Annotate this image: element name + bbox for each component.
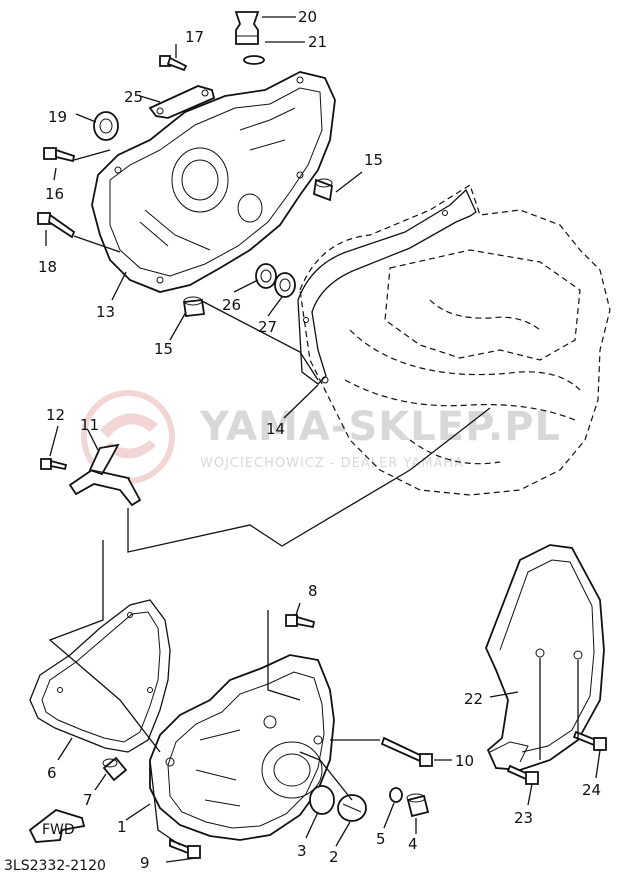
callout-26: 26 xyxy=(222,296,241,314)
plug-4 xyxy=(406,793,430,818)
callout-16: 16 xyxy=(45,185,64,203)
bolt-10 xyxy=(380,736,433,767)
callout-17: 17 xyxy=(185,28,204,46)
plate-25 xyxy=(148,85,216,119)
callout-9: 9 xyxy=(140,854,150,872)
crankcase-cover-1 xyxy=(149,654,335,841)
fwd-label: FWD xyxy=(42,822,75,838)
guide-11 xyxy=(68,443,142,507)
callout-3: 3 xyxy=(297,842,307,860)
bolt-8 xyxy=(285,614,316,629)
sprocket-cover-22 xyxy=(485,544,605,771)
callout-6: 6 xyxy=(47,764,57,782)
callout-7: 7 xyxy=(83,791,93,809)
callout-22: 22 xyxy=(464,690,483,708)
callout-5: 5 xyxy=(376,830,386,848)
o-ring-3 xyxy=(309,785,335,815)
callout-23: 23 xyxy=(514,809,533,827)
cover-gasket-6 xyxy=(29,599,171,753)
oil-seal-27 xyxy=(274,272,296,298)
callout-14: 14 xyxy=(266,420,285,438)
watermark-subtitle: WOJCIECHOWICZ - DEALER YAMAHA xyxy=(200,456,464,471)
watermark-name: YAMA-SKLEP.PL xyxy=(199,404,561,450)
diagram-code: 3LS2332-2120 xyxy=(4,858,106,874)
callout-1: 1 xyxy=(117,818,127,836)
bolt-17 xyxy=(159,55,188,72)
crankcase-gasket-14 xyxy=(297,188,477,385)
bolt-12 xyxy=(40,458,68,471)
callout-20: 20 xyxy=(298,8,317,26)
forward-arrow-icon: FWD xyxy=(28,809,86,843)
callout-labels: 1 2 3 4 5 6 7 8 9 10 11 12 13 14 15 15 1… xyxy=(38,8,601,872)
bolt-16 xyxy=(43,147,76,163)
o-ring-21 xyxy=(243,55,265,65)
callout-18: 18 xyxy=(38,258,57,276)
callout-27: 27 xyxy=(258,318,277,336)
callout-11: 11 xyxy=(80,416,99,434)
dowel-pin-15-upper xyxy=(313,178,333,202)
leader-lines xyxy=(45,16,601,863)
oil-seal-26 xyxy=(255,263,277,289)
plug-2 xyxy=(337,794,367,822)
bolt-9 xyxy=(169,838,201,859)
callout-2: 2 xyxy=(329,848,339,866)
callout-4: 4 xyxy=(408,835,418,853)
callout-25: 25 xyxy=(124,88,143,106)
oil-filler-plug-20 xyxy=(234,11,260,45)
o-ring-5 xyxy=(389,787,403,803)
callout-19: 19 xyxy=(48,108,67,126)
callout-15-lower: 15 xyxy=(154,340,173,358)
callout-21: 21 xyxy=(308,33,327,51)
callout-24: 24 xyxy=(582,781,601,799)
callout-10: 10 xyxy=(455,752,474,770)
callout-12: 12 xyxy=(46,406,65,424)
crankcase-cover-13 xyxy=(91,71,336,293)
dowel-pin-7 xyxy=(102,756,128,782)
callout-13: 13 xyxy=(96,303,115,321)
damper-19 xyxy=(93,111,119,141)
callout-15-upper: 15 xyxy=(364,151,383,169)
bolt-24 xyxy=(572,730,607,751)
bolt-18 xyxy=(37,212,76,239)
callout-8: 8 xyxy=(308,582,318,600)
watermark: YAMA-SKLEP.PL WOJCIECHOWICZ - DEALER YAM… xyxy=(81,390,561,484)
engine-block-outline xyxy=(299,184,611,496)
